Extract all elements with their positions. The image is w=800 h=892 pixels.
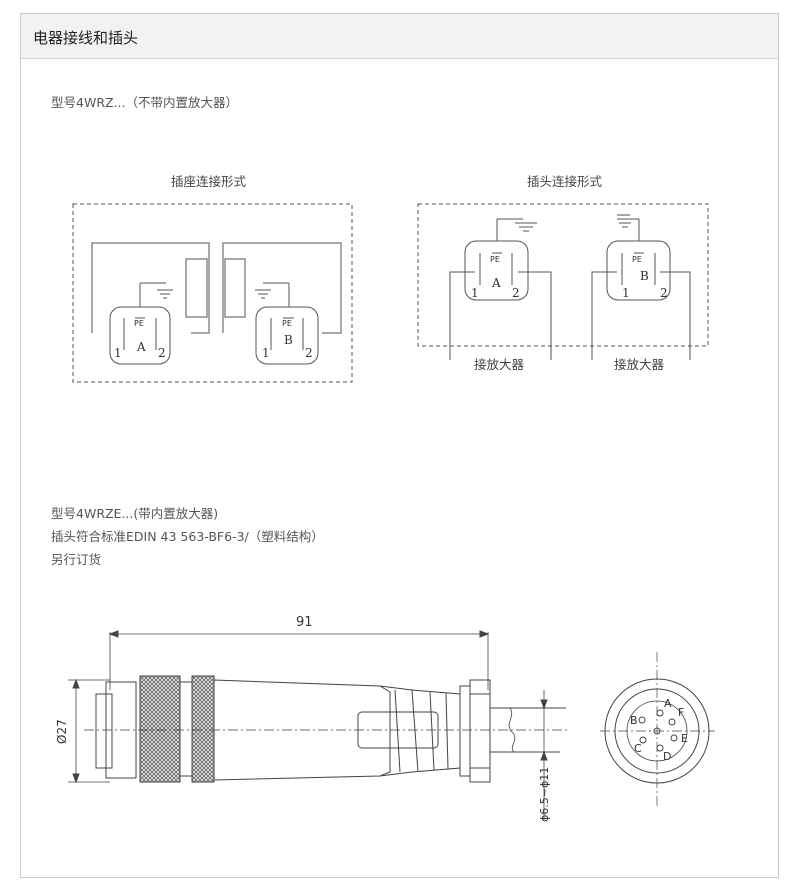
pin-b-label: B xyxy=(630,714,638,727)
pin-2-socket-a: 2 xyxy=(158,346,166,360)
model-line-4wrz: 型号4WRZ...（不带内置放大器） xyxy=(51,95,238,110)
pe-label-socket-a: PE xyxy=(134,319,144,328)
socket-resistor-left xyxy=(185,258,208,318)
pin-1-plug-a: 1 xyxy=(471,286,479,300)
socket-resistor-right xyxy=(224,258,246,318)
pin-a-label: A xyxy=(664,697,672,710)
coil-b-plug: B xyxy=(640,269,649,283)
pin-1-socket-b: 1 xyxy=(262,346,270,360)
section-header: 电器接线和插头 xyxy=(21,14,778,59)
pin-c-label: C xyxy=(634,742,642,755)
pin-2-plug-a: 2 xyxy=(512,286,520,300)
pin-1-plug-b: 1 xyxy=(622,286,630,300)
socket-connection-title: 插座连接形式 xyxy=(171,174,247,189)
pe-label-socket-b: PE xyxy=(282,319,292,328)
order-separately-line: 另行订货 xyxy=(51,552,102,567)
page-title: 电器接线和插头 xyxy=(33,29,139,47)
plug-connection-title: 插头连接形式 xyxy=(527,174,603,189)
cable-range-dimension: ϕ6.5~ϕ11 xyxy=(538,767,551,822)
plug-standard-line: 插头符合标准EDIN 43 563-BF6-3/（塑料结构） xyxy=(51,529,324,544)
amplifier-label-a: 接放大器 xyxy=(474,357,525,372)
socket-right-loop xyxy=(222,242,342,334)
socket-dashed-frame xyxy=(72,203,353,383)
coil-b-socket: B xyxy=(284,333,293,347)
pin-1-socket-a: 1 xyxy=(114,346,122,360)
plug-dashed-frame xyxy=(417,203,709,347)
pin-f-label: F xyxy=(678,706,684,719)
pe-label-plug-b: PE xyxy=(632,255,642,264)
pin-2-plug-b: 2 xyxy=(660,286,668,300)
pin-e-label: E xyxy=(681,732,688,745)
socket-left-loop xyxy=(91,242,210,334)
diameter-dimension: Ø27 xyxy=(55,719,69,744)
coil-a-socket: A xyxy=(136,340,146,354)
pin-d-label: D xyxy=(663,750,671,763)
model-line-4wrze: 型号4WRZE...(带内置放大器) xyxy=(51,506,219,521)
coil-a-plug: A xyxy=(491,276,501,290)
socket-connector-b xyxy=(255,306,319,365)
pin-2-socket-b: 2 xyxy=(305,346,313,360)
amplifier-label-b: 接放大器 xyxy=(614,357,665,372)
pe-label-plug-a: PE xyxy=(490,255,500,264)
length-dimension: 91 xyxy=(296,615,313,630)
